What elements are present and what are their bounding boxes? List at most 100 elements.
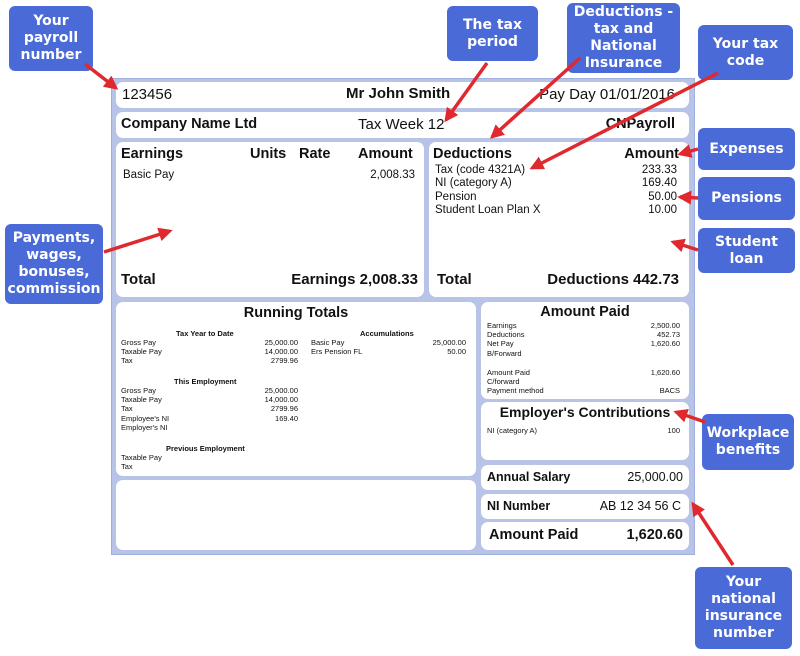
header-row-payroll: 123456 Mr John Smith Pay Day 01/01/2016 (116, 82, 689, 108)
deduction-amount: 233.33 (641, 164, 677, 176)
accumulations-heading: Accumulations (360, 329, 414, 338)
total-label: Employee's NI (121, 413, 170, 423)
deduction-label: Student Loan Plan X (435, 204, 541, 217)
running-totals-panel: Running Totals Tax Year to Date Gross Pa… (116, 302, 476, 476)
total-value: 14,000.00 (264, 395, 298, 405)
list-item: Basic Pay 2,008.33 (123, 169, 415, 182)
deduction-amount: 10.00 (648, 204, 677, 217)
total-label: Tax (121, 462, 133, 472)
tax-period: Tax Week 12 (358, 116, 445, 133)
paid-label: B/Forward (487, 348, 522, 358)
amount-paid-final-label: Amount Paid (489, 527, 579, 543)
total-value: 25,000.00 (264, 386, 298, 395)
callout-student-loan: Student loan (698, 228, 795, 273)
deductions-heading: Deductions (433, 146, 512, 162)
total-value: 2799.96 (270, 404, 298, 414)
total-value: 25,000.00 (264, 338, 298, 347)
employer-contributions-panel: Employer's Contributions NI (category A)… (481, 402, 689, 460)
paid-label: Payment method (487, 386, 544, 396)
list-item: C/forward (487, 377, 680, 386)
deduction-amount: 169.40 (641, 177, 677, 190)
paid-value: 1,620.60 (650, 368, 680, 377)
list-item: Gross Pay 25,000.00 (121, 338, 298, 347)
units-heading: Units (250, 146, 287, 162)
list-item: Earnings 2,500.00 (487, 321, 680, 330)
arrow-ni-number (691, 501, 735, 566)
total-value: 50.00 (447, 347, 466, 357)
list-item: Taxable Pay (121, 453, 298, 462)
annual-salary-value: 25,000.00 (627, 470, 683, 484)
deductions-panel: Deductions Amount Tax (code 4321A) 233.3… (429, 142, 689, 297)
total-label: Taxable Pay (121, 453, 162, 462)
previous-employment-heading: Previous Employment (166, 444, 245, 453)
ni-number-value: AB 12 34 56 C (599, 499, 681, 513)
employee-name: Mr John Smith (346, 85, 451, 102)
earnings-list: Basic Pay 2,008.33 (123, 169, 415, 182)
earning-amount: 2,008.33 (370, 169, 415, 181)
callout-tax-code: Your tax code (698, 25, 793, 80)
ni-number-panel: NI Number AB 12 34 56 C (481, 494, 689, 519)
deduction-label: NI (category A) (435, 177, 512, 190)
earnings-heading: Earnings (121, 146, 184, 162)
list-item: Taxable Pay 14,000.00 (121, 347, 298, 356)
header-row-company: Company Name Ltd Tax Week 12 CNPayroll (116, 112, 689, 138)
amount-paid-final-value: 1,620.60 (626, 527, 683, 543)
list-item: Pension 50.00 (435, 191, 677, 204)
deductions-total-label: Total (437, 271, 472, 288)
total-label: Ers Pension FL (311, 347, 363, 357)
callout-pensions: Pensions (698, 177, 795, 220)
contribution-value: 100 (667, 426, 680, 435)
deductions-list: Tax (code 4321A) 233.33 NI (category A) … (435, 164, 677, 218)
list-item: Taxable Pay 14,000.00 (121, 395, 298, 404)
list-item: Student Loan Plan X 10.00 (435, 204, 677, 217)
amount-paid-final-panel: Amount Paid 1,620.60 (481, 522, 689, 550)
list-item: Tax (code 4321A) 233.33 (435, 164, 677, 177)
list-item: Tax (121, 462, 298, 471)
earning-label: Basic Pay (123, 169, 175, 181)
deductions-amount-heading: Amount (624, 146, 679, 162)
contribution-label: NI (category A) (487, 426, 538, 435)
list-item: NI (category A) 100 (487, 426, 680, 435)
callout-payments: Payments, wages, bonuses, commission (5, 224, 103, 304)
annual-salary-label: Annual Salary (487, 470, 571, 484)
total-label: Gross Pay (121, 338, 157, 347)
list-item: Employer's NI (121, 423, 298, 432)
previous-employment-list: Taxable Pay Tax (121, 453, 298, 471)
deduction-label: Pension (435, 190, 477, 203)
rate-heading: Rate (299, 146, 331, 162)
employer-contributions-title: Employer's Contributions (499, 404, 671, 420)
running-totals-title: Running Totals (243, 305, 349, 321)
total-label: Taxable Pay (121, 347, 162, 357)
annual-salary-panel: Annual Salary 25,000.00 (481, 465, 689, 490)
paid-value: 452.73 (657, 330, 680, 340)
payroll-number: 123456 (122, 86, 173, 103)
amount-heading: Amount (358, 146, 413, 162)
list-item: Ers Pension FL 50.00 (311, 347, 466, 356)
amount-paid-list: Earnings 2,500.00 Deductions 452.73 Net Pa… (487, 321, 680, 358)
pay-day: Pay Day 01/01/2016 (539, 86, 675, 103)
callout-payroll-number: Your payroll number (9, 6, 93, 71)
paid-value: 2,500.00 (650, 321, 680, 330)
earnings-total-value: Earnings 2,008.33 (291, 271, 418, 288)
total-label: Tax (121, 404, 133, 414)
total-value: 2799.96 (270, 356, 298, 366)
list-item: NI (category A) 169.40 (435, 177, 677, 190)
paid-label: Deductions (487, 330, 525, 340)
total-value: 14,000.00 (264, 347, 298, 357)
deduction-label: Tax (code 4321A) (435, 164, 526, 176)
total-label: Taxable Pay (121, 395, 162, 405)
paid-label: Earnings (487, 321, 517, 330)
ni-number-label: NI Number (487, 499, 551, 513)
list-item: Tax 2799.96 (121, 404, 298, 413)
callout-tax-period: The tax period (447, 6, 538, 61)
callout-expenses: Expenses (698, 128, 795, 170)
